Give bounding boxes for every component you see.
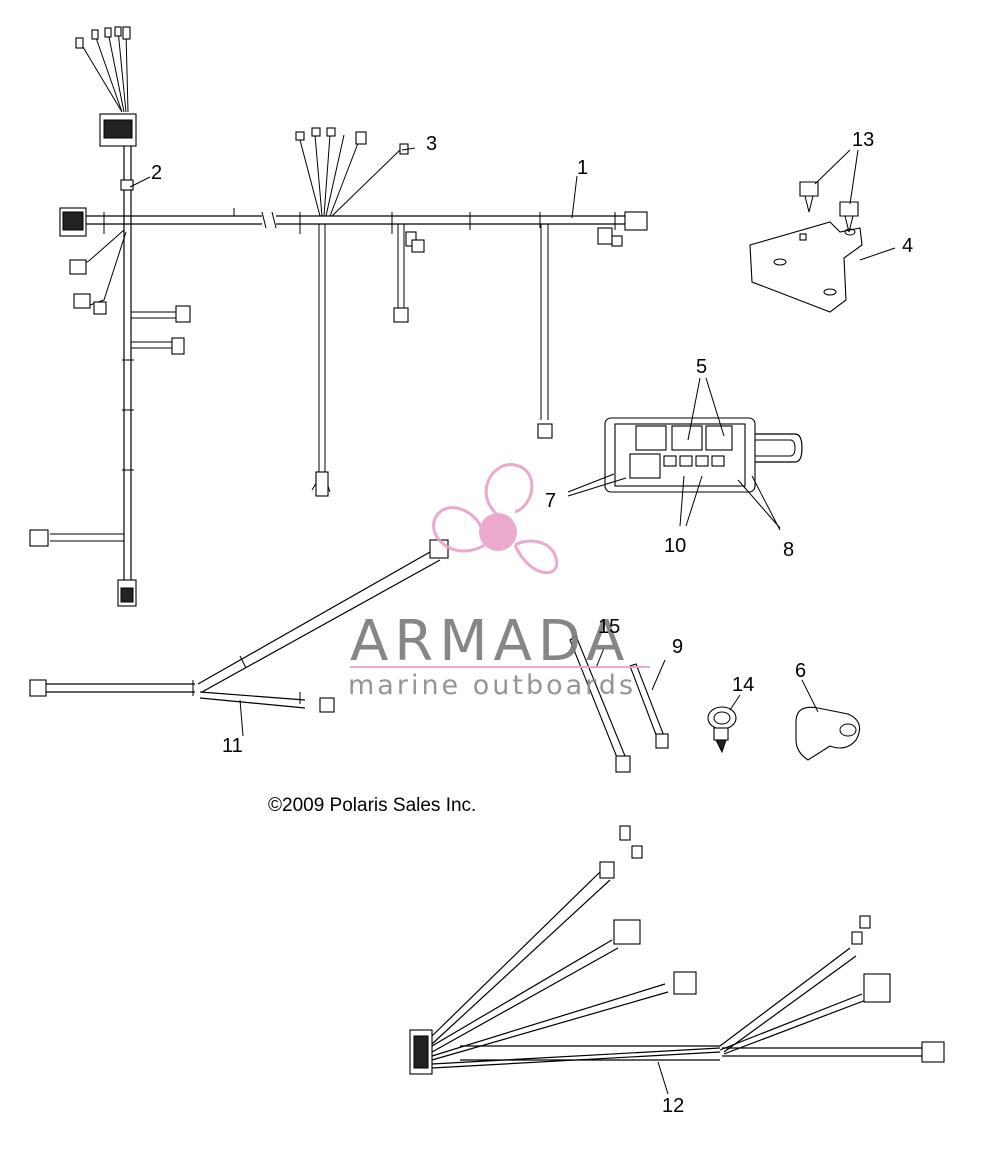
callout-15: 15 — [598, 616, 620, 638]
callout-11: 11 — [222, 735, 243, 757]
callout-6: 6 — [795, 660, 806, 682]
relay-box-5 — [604, 417, 803, 493]
copyright-notice: ©2009 Polaris Sales Inc. — [268, 795, 476, 816]
callout-13: 13 — [852, 129, 874, 151]
fastener-13 — [799, 181, 859, 233]
callout-4: 4 — [902, 235, 913, 257]
watermark-subtitle: marine outboards — [348, 670, 636, 701]
watermark: ARMADA marine outboards — [348, 463, 650, 701]
callout-8: 8 — [783, 539, 794, 561]
harness-12 — [409, 825, 945, 1075]
callout-labels: 2 1 3 13 4 5 7 10 8 15 9 14 6 11 12 — [151, 129, 913, 1117]
callout-1: 1 — [577, 157, 588, 179]
push-clip-14 — [707, 706, 737, 754]
callout-5: 5 — [696, 356, 707, 378]
callout-12: 12 — [662, 1095, 684, 1117]
callout-9: 9 — [672, 636, 683, 658]
bracket-4 — [749, 221, 863, 313]
watermark-title: ARMADA — [350, 609, 630, 674]
callout-7: 7 — [545, 490, 556, 512]
leader-lines — [129, 147, 896, 1095]
harness-2 — [29, 26, 191, 607]
callout-3: 3 — [426, 133, 437, 155]
callout-10: 10 — [664, 535, 686, 557]
callout-2: 2 — [151, 162, 162, 184]
p-clamp-6 — [795, 706, 861, 761]
harness-1 — [86, 127, 648, 497]
cable-tie-9 — [629, 663, 669, 749]
propeller-logo-icon — [432, 463, 559, 575]
callout-14: 14 — [732, 674, 754, 696]
